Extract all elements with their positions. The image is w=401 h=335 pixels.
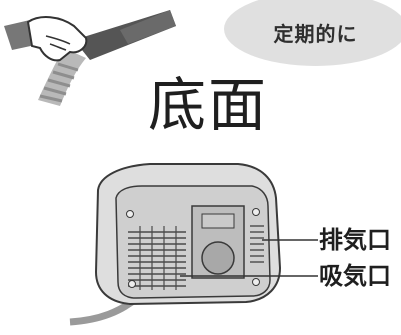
- page-title: 底面: [148, 71, 269, 139]
- exhaust-port-label: 排気口: [319, 226, 391, 254]
- intake-port-label: 吸気口: [319, 262, 391, 290]
- hand-vacuum-icon: [4, 10, 176, 106]
- periodically-badge: 定期的に: [224, 0, 401, 66]
- badge-label: 定期的に: [273, 21, 358, 46]
